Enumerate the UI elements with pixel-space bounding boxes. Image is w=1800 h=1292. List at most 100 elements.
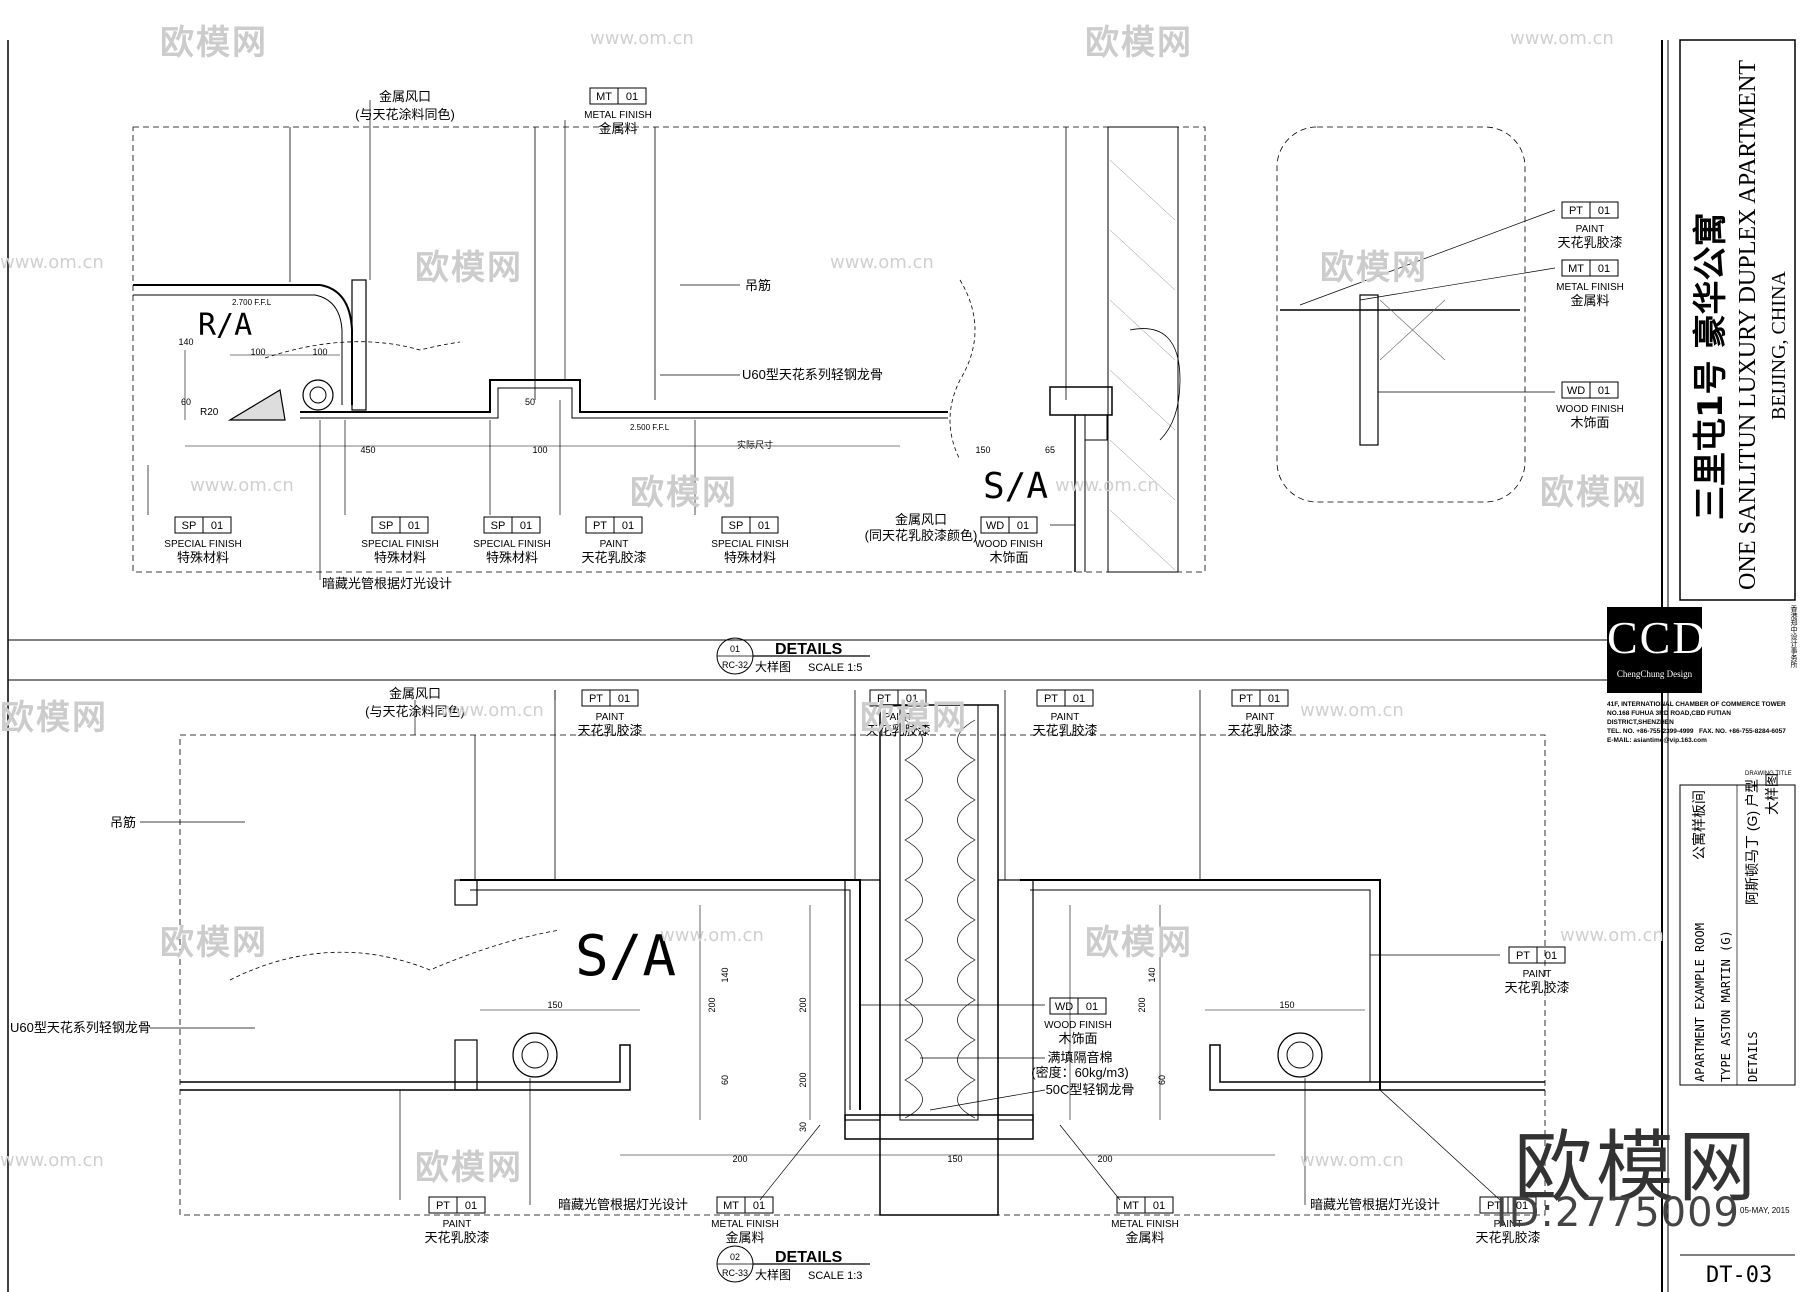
firm-logo: CCD ChengChung Design (1607, 607, 1706, 693)
svg-text:天花乳胶漆: 天花乳胶漆 (1557, 235, 1622, 250)
drawing-title-cn-3: 大样图 (1764, 773, 1780, 815)
d2-dim-2: 200 (707, 997, 717, 1012)
firm-name-cn: 香港郑中设计事务所 (1790, 605, 1797, 668)
d2-note-keel: U60型天花系列轻钢龙骨 (10, 1020, 151, 1035)
watermark-url: www.om.cn (1300, 700, 1404, 721)
svg-text:01: 01 (211, 520, 223, 532)
dim-6: 60 (181, 397, 191, 407)
svg-text:METAL FINISH: METAL FINISH (1556, 282, 1624, 293)
watermark-url: www.om.cn (830, 252, 934, 273)
d2-dim-3: 60 (720, 1075, 730, 1085)
note-vent-bottom-2: (同天花乳胶漆颜色) (865, 528, 978, 543)
firm-contact: TEL. NO. +86-755-2399-4999 FAX. NO. +86-… (1607, 727, 1797, 736)
d2-dim-0: 150 (547, 1000, 562, 1010)
svg-text:PAINT: PAINT (1051, 712, 1080, 723)
watermark-brand: 欧模网 (415, 1148, 523, 1188)
detail-01-ref: RC-32 (722, 660, 748, 670)
watermark-id: ID:2775009 (1495, 1190, 1740, 1236)
svg-text:天花乳胶漆: 天花乳胶漆 (1475, 1230, 1540, 1245)
detail-02-num: 02 (730, 1252, 740, 1262)
svg-text:WOOD FINISH: WOOD FINISH (1556, 404, 1624, 415)
detail-01-num: 01 (730, 644, 740, 654)
note-actual: 实际尺寸 (737, 439, 773, 450)
firm-address-1: 41F, INTERNATIONAL CHAMBER OF COMMERCE T… (1607, 701, 1786, 708)
firm-tel: TEL. NO. +86-755-2399-4999 (1607, 728, 1694, 735)
watermark-url: www.om.cn (1510, 28, 1614, 49)
svg-text:PT: PT (1487, 1200, 1501, 1212)
drawing-title-en-2: TYPE ASTON MARTIN (G) (1719, 930, 1733, 1082)
dim-3: 100 (250, 347, 265, 357)
svg-text:MT: MT (1568, 263, 1584, 275)
note-vent-bottom: 金属风口 (895, 512, 947, 527)
detail-01-heading: DETAILS (775, 641, 843, 658)
svg-text:01: 01 (906, 693, 918, 705)
detail-01-labels: 金属风口 (与天花涂料同色) 吊筋 U60型天花系列轻钢龙骨 金属风口 (同天花… (178, 89, 1055, 591)
svg-text:01: 01 (1598, 263, 1610, 275)
svg-text:天花乳胶漆: 天花乳胶漆 (1227, 723, 1292, 738)
svg-text:METAL FINISH: METAL FINISH (584, 110, 652, 121)
note-hanger: 吊筋 (745, 278, 771, 293)
d2-dim-10: 200 (1137, 997, 1147, 1012)
svg-text:木饰面: 木饰面 (1058, 1031, 1097, 1046)
dim-8: 150 (975, 445, 990, 455)
svg-text:PT: PT (1569, 205, 1583, 217)
svg-text:特殊材料: 特殊材料 (374, 550, 426, 565)
svg-text:PT: PT (1044, 693, 1058, 705)
drawing-title-block: DRAWING TITLE 公寓样板间 阿斯顿马丁 (G) 户型 大样图 APA… (1691, 771, 1792, 1288)
svg-text:SP: SP (379, 520, 394, 532)
watermark-url: www.om.cn (660, 925, 764, 946)
svg-text:01: 01 (1516, 1200, 1528, 1212)
watermark-url: www.om.cn (1055, 475, 1159, 496)
firm-tagline: ChengChung Design (1616, 669, 1693, 679)
d2-note-hanger: 吊筋 (110, 815, 136, 830)
project-name-en: ONE SANLITUN LUXURY DUPLEX APARTMENT (1735, 60, 1761, 590)
svg-text:WD: WD (1055, 1001, 1073, 1013)
svg-text:SPECIAL FINISH: SPECIAL FINISH (164, 539, 241, 550)
svg-text:PAINT: PAINT (884, 712, 913, 723)
watermark-url: www.om.cn (1560, 925, 1664, 946)
sheet-number: DT-03 (1706, 1263, 1772, 1288)
note-vent-top: 金属风口 (379, 89, 431, 104)
dim-2: 100 (532, 445, 547, 455)
svg-text:PAINT: PAINT (1576, 224, 1605, 235)
svg-text:01: 01 (758, 520, 770, 532)
d2-dim-5: 30 (798, 1122, 808, 1132)
svg-text:MT: MT (723, 1200, 739, 1212)
svg-text:PAINT: PAINT (1494, 1219, 1523, 1230)
svg-text:天花乳胶漆: 天花乳胶漆 (865, 723, 930, 738)
drawing-title-cn-2: 阿斯顿马丁 (G) 户型 (1744, 779, 1760, 905)
project-location: BEIJING, CHINA (1768, 271, 1790, 420)
note-r20: R20 (200, 407, 219, 418)
svg-text:金属料: 金属料 (1125, 1230, 1164, 1245)
d2-note-insul: 满填隔音棉 (1047, 1050, 1112, 1065)
d2-dim-9: 140 (1147, 967, 1157, 982)
d2-note-insul-2: (密度：60kg/m3) (1031, 1065, 1129, 1080)
watermark-url: www.om.cn (440, 700, 544, 721)
watermark-brand: 欧模网 (1320, 248, 1428, 288)
drawing-title-label: DRAWING TITLE (1745, 771, 1792, 777)
watermark-brand: 欧模网 (630, 473, 738, 513)
detail-02-title: 02 RC-33 DETAILS 大样图 SCALE 1:3 (716, 1245, 870, 1283)
svg-text:SPECIAL FINISH: SPECIAL FINISH (473, 539, 550, 550)
watermark-url: www.om.cn (190, 475, 294, 496)
note-ffl-1: 2.700 F.F.L (232, 298, 272, 307)
detail-02-ref: RC-33 (722, 1268, 748, 1278)
watermark-brand: 欧模网 (160, 923, 268, 963)
svg-text:SPECIAL FINISH: SPECIAL FINISH (711, 539, 788, 550)
room-ra: R/A (198, 308, 252, 343)
drawing-title-en-3: DETAILS (1746, 1031, 1760, 1082)
svg-text:PAINT: PAINT (1523, 969, 1552, 980)
svg-text:01: 01 (408, 520, 420, 532)
